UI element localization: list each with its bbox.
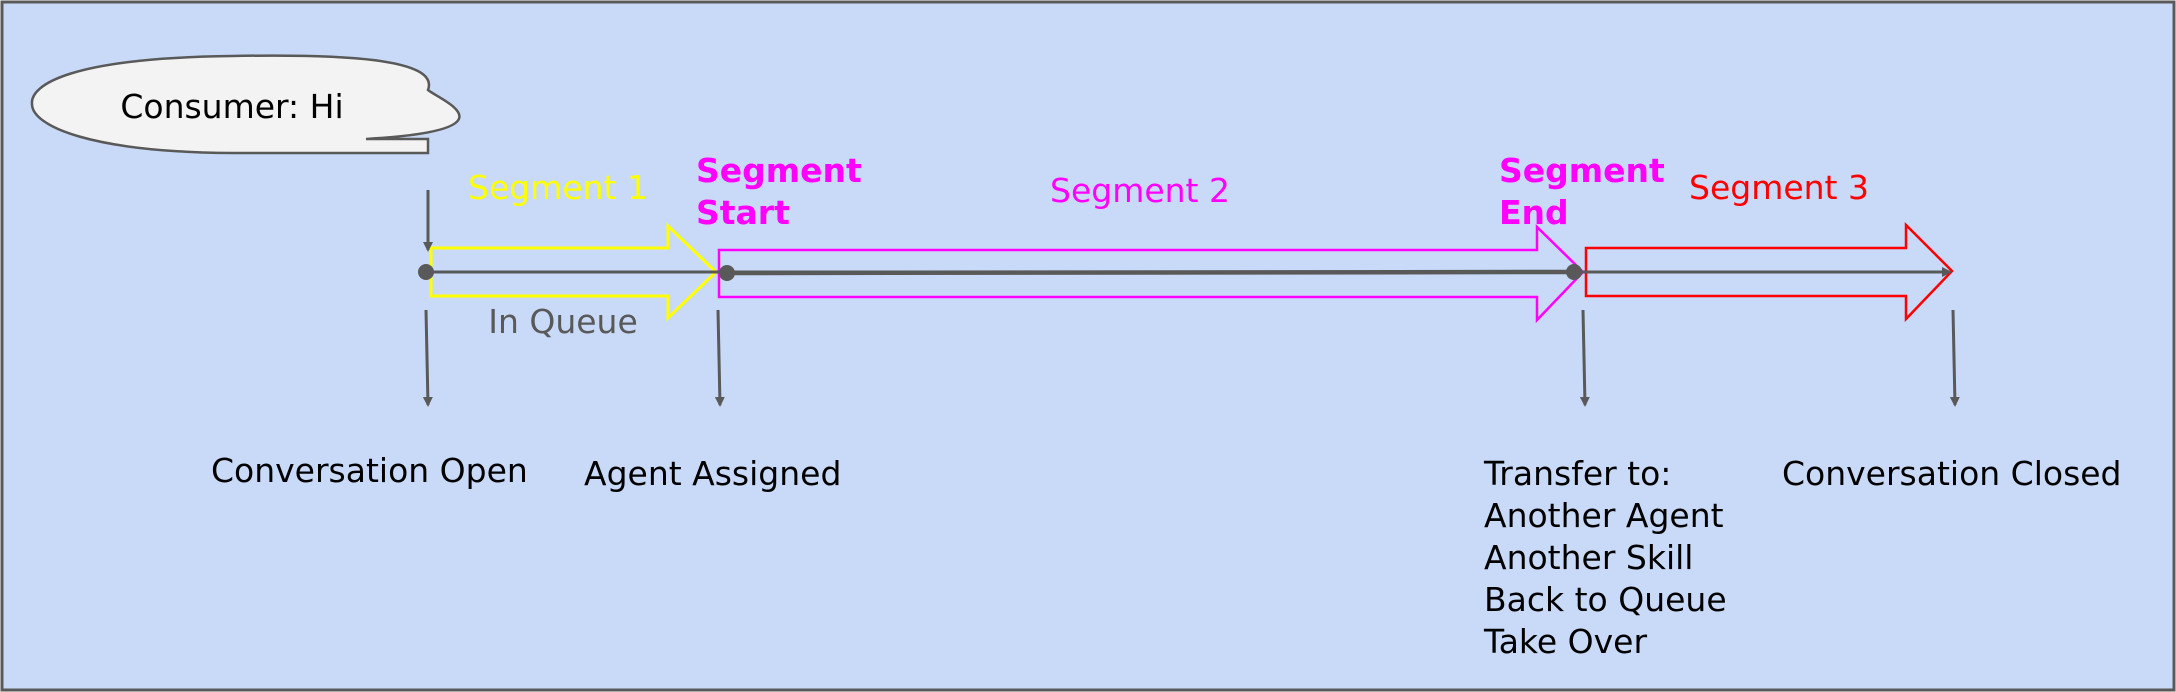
segment-2-arrow	[717, 224, 1585, 324]
arrow-to-agent-assigned	[714, 309, 725, 407]
segment-3-label: Segment 3	[1689, 168, 1869, 207]
event-transfer: Transfer to: Another Agent Another Skill…	[1483, 454, 1737, 661]
event-agent-assigned: Agent Assigned	[584, 454, 841, 493]
segment-1-label: Segment 1	[468, 168, 648, 207]
transfer-line-1: Transfer to:	[1483, 454, 1671, 493]
speech-bubble	[30, 54, 461, 155]
speech-bubble-text: Consumer: Hi	[120, 87, 343, 126]
timeline-line-bold	[726, 269, 1575, 276]
segment-2-label: Segment 2	[1050, 171, 1230, 210]
timeline-dot-open	[418, 264, 434, 280]
event-conversation-closed: Conversation Closed	[1782, 454, 2122, 493]
transfer-line-2: Another Agent	[1484, 496, 1724, 535]
arrow-to-conversation-open	[422, 309, 433, 407]
in-queue-label: In Queue	[488, 302, 638, 341]
segment-start-line-2: Start	[696, 193, 790, 232]
transfer-line-4: Back to Queue	[1484, 580, 1727, 619]
segment-start-line-1: Segment	[696, 151, 862, 190]
timeline-dot-end	[1566, 264, 1582, 280]
transfer-line-3: Another Skill	[1484, 538, 1693, 577]
event-conversation-open: Conversation Open	[211, 451, 528, 490]
arrow-to-transfer	[1579, 309, 1590, 407]
segment-end-marker: Segment End	[1499, 151, 1676, 232]
segment-3-arrow	[1584, 221, 1954, 323]
timeline-dot-start	[719, 265, 735, 281]
arrow-to-conversation-closed	[1949, 309, 1960, 407]
transfer-line-5: Take Over	[1483, 622, 1647, 661]
segment-1-arrow	[429, 222, 719, 322]
segment-end-line-2: End	[1499, 193, 1569, 232]
segment-end-line-1: Segment	[1499, 151, 1665, 190]
segment-start-marker: Segment Start	[696, 151, 873, 232]
